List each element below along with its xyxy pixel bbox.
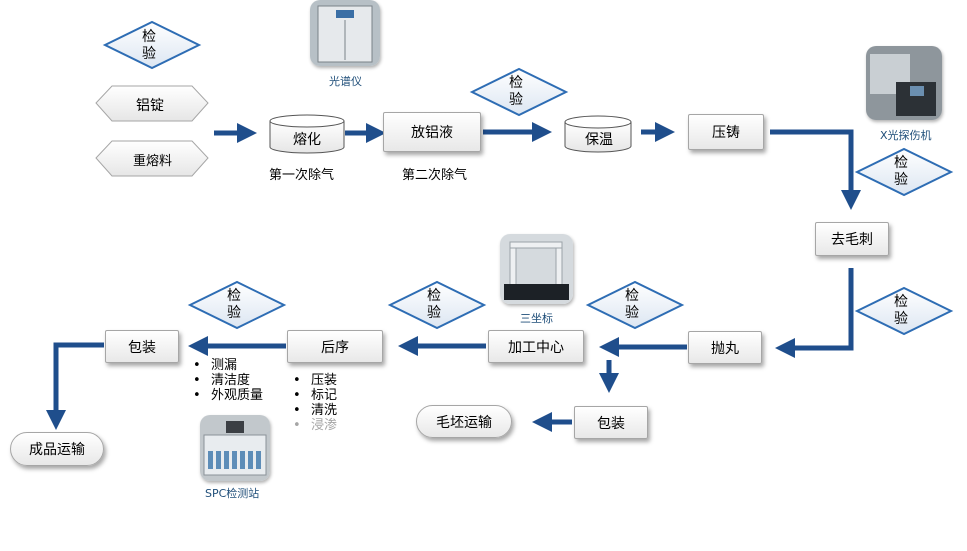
post-step-item: 压装 (293, 373, 337, 388)
die-cast-node: 压铸 (688, 114, 764, 150)
aluminum-ingot-shape (95, 85, 209, 122)
xray-photo (866, 46, 942, 120)
shot-blast-node: 抛丸 (688, 331, 762, 364)
inspect-label-3: 检 验 (894, 155, 908, 188)
packing-checks-list: 测漏 清洁度 外观质量 (193, 358, 263, 403)
cmm-caption: 三坐标 (520, 312, 553, 325)
inspect-label-4: 检 验 (894, 294, 908, 327)
inspect-diamond-5 (585, 280, 685, 330)
post-step-item: 浸渗 (293, 418, 337, 433)
spc-photo (200, 415, 270, 481)
melt-cylinder (269, 114, 345, 154)
post-process-node: 后序 (287, 330, 383, 363)
xray-caption: X光探伤机 (880, 129, 932, 142)
melt-label: 熔化 (293, 132, 321, 148)
inspect-label-1: 检 验 (142, 29, 156, 62)
blank-transport-node: 毛坯运输 (416, 405, 512, 438)
spectrometer-caption: 光谱仪 (329, 75, 362, 88)
remelt-label: 重熔料 (133, 154, 173, 169)
cmm-photo (500, 234, 573, 304)
inspect-label-5: 检 验 (625, 288, 639, 321)
packing-check-item: 外观质量 (193, 388, 263, 403)
inspect-diamond-6 (387, 280, 487, 330)
inspect-label-7: 检 验 (227, 288, 241, 321)
inspect-diamond-2 (469, 67, 569, 117)
inspect-label-2: 检 验 (509, 75, 523, 108)
inspect-diamond-3 (854, 147, 954, 197)
machining-node: 加工中心 (488, 330, 584, 363)
pack-final-node: 包装 (105, 330, 179, 363)
arrow-pack-to-finished (46, 342, 104, 430)
arrow-cast-to-deburr (770, 129, 861, 210)
spectrometer-photo (310, 0, 380, 66)
inspect-diamond-4 (854, 286, 954, 336)
inspect-diamond-1 (102, 20, 202, 70)
spc-caption: SPC检测站 (205, 487, 260, 500)
inspect-diamond-7 (187, 280, 287, 330)
aluminum-ingot-label: 铝锭 (136, 98, 164, 114)
finished-transport-node: 成品运输 (10, 432, 104, 466)
first-degas-label: 第一次除气 (269, 168, 335, 183)
post-step-item: 标记 (293, 388, 337, 403)
tap-node: 放铝液 (383, 112, 481, 152)
inspect-label-6: 检 验 (427, 288, 441, 321)
post-step-item: 清洗 (293, 403, 337, 418)
second-degas-label: 第二次除气 (402, 168, 468, 183)
packing-check-item: 测漏 (193, 358, 263, 373)
deburr-node: 去毛刺 (815, 222, 889, 256)
arrow-deburr-to-shotblast (775, 268, 854, 358)
hold-label: 保温 (585, 132, 613, 148)
post-process-steps-list: 压装 标记 清洗 浸渗 (293, 373, 337, 433)
packing-check-item: 清洁度 (193, 373, 263, 388)
hold-cylinder (564, 115, 632, 153)
pack-blank-node: 包装 (574, 406, 648, 439)
remelt-shape (95, 140, 209, 177)
